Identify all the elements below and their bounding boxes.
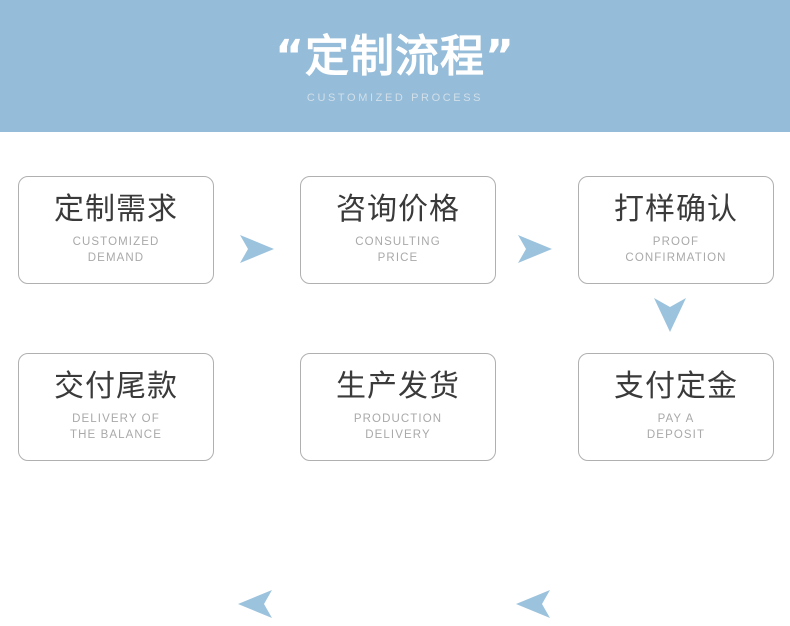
page-title: “定制流程” [275, 30, 515, 82]
step-subtitle: PROOF CONFIRMATION [625, 236, 727, 264]
step-title: 打样确认 [614, 192, 738, 228]
step-title: 支付定金 [614, 369, 738, 405]
step-subtitle: DELIVERY OF THE BALANCE [70, 413, 162, 441]
arrow-down-icon [649, 292, 691, 338]
process-row-bottom: 交付尾款 DELIVERY OF THE BALANCE 生产发货 PRODUC… [0, 352, 790, 618]
step-subtitle: CUSTOMIZED DEMAND [72, 236, 160, 264]
arrow-left-icon [512, 582, 556, 626]
arrow-right-icon [512, 227, 556, 271]
arrow-right-icon [234, 227, 278, 271]
step-card-consulting-price[interactable]: 咨询价格 CONSULTING PRICE [300, 176, 496, 284]
step-card-production-delivery[interactable]: 生产发货 PRODUCTION DELIVERY [300, 353, 496, 461]
step-card-customized-demand[interactable]: 定制需求 CUSTOMIZED DEMAND [18, 176, 214, 284]
step-subtitle: CONSULTING PRICE [355, 236, 441, 264]
step-card-delivery-of-the-balance[interactable]: 交付尾款 DELIVERY OF THE BALANCE [18, 353, 214, 461]
process-flow: 定制需求 CUSTOMIZED DEMAND 咨询价格 CONSULTING P… [0, 132, 790, 618]
step-subtitle: PRODUCTION DELIVERY [353, 413, 443, 441]
step-card-proof-confirmation[interactable]: 打样确认 PROOF CONFIRMATION [578, 176, 774, 284]
step-subtitle: PAY A DEPOSIT [646, 413, 706, 441]
step-card-pay-a-deposit[interactable]: 支付定金 PAY A DEPOSIT [578, 353, 774, 461]
step-title: 交付尾款 [54, 369, 178, 405]
step-title: 定制需求 [54, 192, 178, 228]
page-subtitle: CUSTOMIZED PROCESS [306, 92, 484, 105]
arrow-left-icon [234, 582, 278, 626]
step-title: 生产发货 [336, 369, 460, 405]
header-banner: “定制流程” CUSTOMIZED PROCESS [0, 0, 790, 132]
step-title: 咨询价格 [336, 192, 460, 228]
process-row-top: 定制需求 CUSTOMIZED DEMAND 咨询价格 CONSULTING P… [0, 175, 790, 285]
